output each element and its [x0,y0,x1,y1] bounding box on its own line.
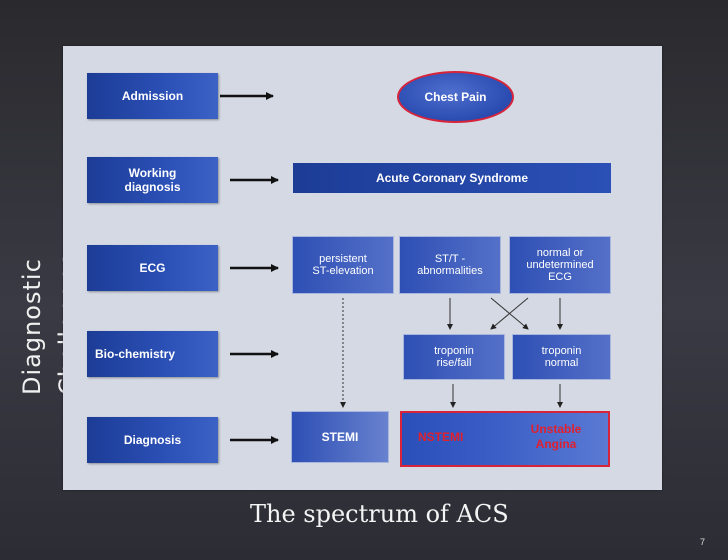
nstemi-label: NSTEMI [418,430,464,444]
page-number: 7 [700,537,706,547]
troponin-normal-line2: normal [544,357,579,369]
row-arrows [220,92,279,444]
admission-label: Admission [121,89,184,103]
diagnosis-label: Diagnosis [123,433,182,447]
diagram-panel: Admission Working diagnosis ECG Bio-chem… [63,46,662,490]
troponin-rise-box: troponin rise/fall [403,334,505,380]
admission-box: Admission [87,73,218,119]
persistent-line1: persistent [319,253,367,265]
working-diagnosis-box: Working diagnosis [87,157,218,203]
troponin-rise-line2: rise/fall [436,357,472,369]
diagram-arrows [220,92,563,444]
st-t-abnormalities-box: ST/T - abnormalities [399,236,501,294]
arrow-normal-to-rise-cross [490,297,529,330]
normal-ecg-box: normal or undetermined ECG [509,236,611,294]
sidebar-title: Diagnostic Challenges [18,253,82,396]
diagnosis-box: Diagnosis [87,417,218,463]
unstable-angina-label: Unstable Angina [516,422,596,452]
working-label-line1: Working [128,166,177,180]
ecg-box: ECG [87,245,218,291]
stt-line2: abnormalities [417,265,483,277]
slide-caption: The spectrum of ACS [250,500,509,528]
working-label-line2: diagnosis [124,180,181,194]
chest-pain-label: Chest Pain [424,90,487,104]
troponin-rise-line1: troponin [434,345,474,357]
persistent-st-elevation-box: persistent ST-elevation [292,236,394,294]
nstemi-ua-box: NSTEMI Unstable Angina [400,411,610,467]
troponin-normal-box: troponin normal [512,334,611,380]
normal-line2: undetermined [526,259,594,271]
chest-pain-oval: Chest Pain [397,71,514,123]
biochemistry-box: Bio-chemistry [87,331,218,377]
troponin-normal-line1: troponin [541,345,582,357]
stt-line1: ST/T - [434,253,466,265]
acs-bar: Acute Coronary Syndrome [293,163,611,193]
normal-line1: normal or [536,247,584,259]
flow-arrows [340,297,563,408]
biochemistry-label: Bio-chemistry [95,347,176,361]
ecg-label: ECG [139,261,166,275]
ua-line1: Unstable [530,422,582,436]
acs-label: Acute Coronary Syndrome [375,171,529,185]
stemi-box: STEMI [291,411,389,463]
persistent-line2: ST-elevation [312,265,374,277]
ua-line2: Angina [535,437,577,451]
normal-line3: ECG [548,271,572,283]
stemi-label: STEMI [321,430,359,444]
